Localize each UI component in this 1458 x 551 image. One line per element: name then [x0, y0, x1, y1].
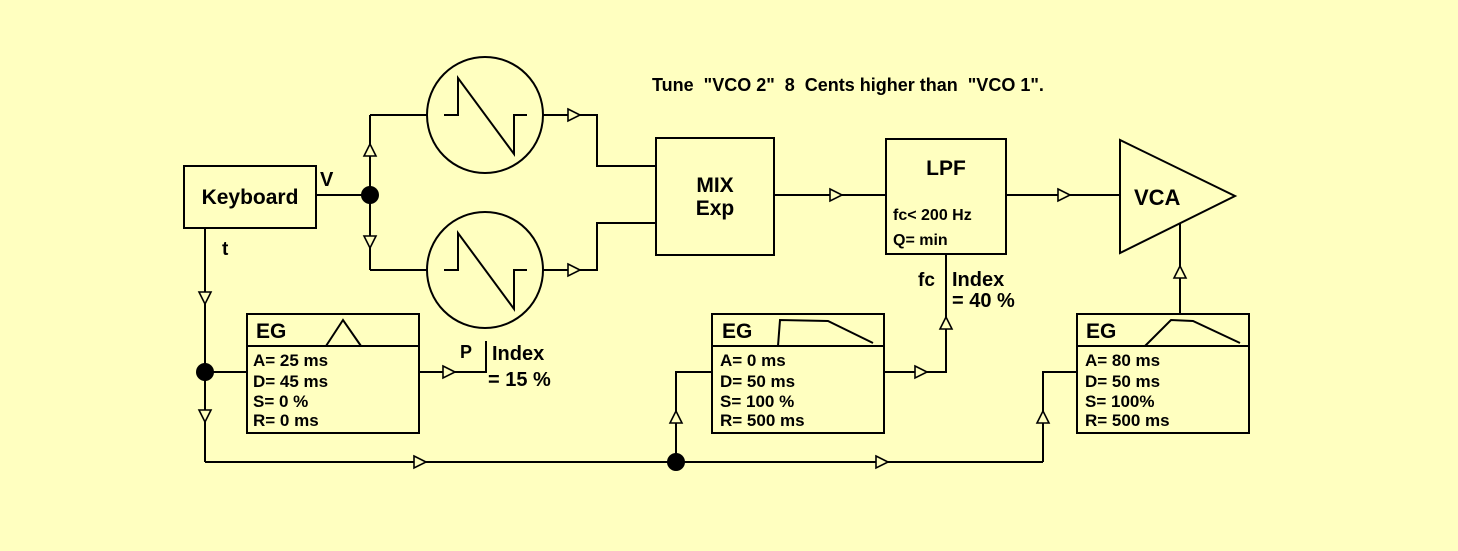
sawtooth-wave-icon	[444, 74, 527, 158]
split-junction	[361, 186, 379, 204]
eg1-release: R= 0 ms	[253, 411, 319, 430]
envelope-shape-icon	[777, 318, 874, 347]
vco-1	[426, 56, 544, 174]
eg2-attack: A= 0 ms	[720, 351, 786, 370]
lpf-title: LPF	[926, 157, 966, 180]
envelope-shape-icon	[1144, 318, 1241, 347]
lpf-cutoff: fc< 200 Hz	[893, 207, 972, 224]
mixer-module: MIX Exp	[655, 137, 775, 256]
mixer-label-1: MIX	[696, 174, 733, 197]
lpf-resonance: Q= min	[893, 232, 948, 249]
vca-label: VCA	[1134, 185, 1181, 210]
vco2-index-value: = 15 %	[488, 369, 551, 391]
mixer-label-2: Exp	[696, 197, 735, 220]
eg2-release: R= 500 ms	[720, 411, 805, 430]
envelope-generator-3: EG A= 80 ms D= 50 ms S= 100% R= 500 ms	[1076, 313, 1250, 434]
gate-junction-bottom	[667, 453, 685, 471]
vco-2: P Index = 15 %	[426, 211, 551, 391]
lpf-index-value: = 40 %	[952, 290, 1015, 312]
keyboard-label: Keyboard	[202, 186, 299, 209]
lpf-module: LPF fc< 200 Hz Q= min fc Index = 40 %	[885, 138, 1015, 312]
vco2-index-label: Index	[492, 343, 544, 365]
eg3-sustain: S= 100%	[1085, 392, 1154, 411]
sawtooth-wave-icon	[444, 229, 527, 313]
eg3-release: R= 500 ms	[1085, 411, 1170, 430]
gate-junction-left	[196, 363, 214, 381]
eg1-sustain: S= 0 %	[253, 392, 308, 411]
eg1-title: EG	[256, 320, 286, 343]
envelope-generator-1: EG A= 25 ms D= 45 ms S= 0 % R= 0 ms	[246, 313, 420, 434]
eg3-decay: D= 50 ms	[1085, 372, 1160, 391]
signal-arrows	[197, 107, 1188, 470]
eg3-title: EG	[1086, 320, 1116, 343]
lpf-index-label: Index	[952, 269, 1004, 291]
eg2-sustain: S= 100 %	[720, 392, 794, 411]
eg2-decay: D= 50 ms	[720, 372, 795, 391]
keyboard-t-output: t	[222, 239, 229, 260]
eg3-attack: A= 80 ms	[1085, 351, 1160, 370]
eg1-decay: D= 45 ms	[253, 372, 328, 391]
tuning-note: Tune "VCO 2" 8 Cents higher than "VCO 1"…	[652, 75, 1044, 95]
vco2-p-port: P	[460, 342, 472, 362]
lpf-fc-port: fc	[918, 270, 935, 291]
eg1-attack: A= 25 ms	[253, 351, 328, 370]
envelope-generator-2: EG A= 0 ms D= 50 ms S= 100 % R= 500 ms	[711, 313, 885, 434]
keyboard-v-output: V	[320, 169, 334, 191]
envelope-shape-icon	[325, 318, 362, 347]
eg2-title: EG	[722, 320, 752, 343]
vca-module: VCA	[1119, 138, 1238, 255]
keyboard-module: Keyboard V t	[183, 165, 334, 260]
